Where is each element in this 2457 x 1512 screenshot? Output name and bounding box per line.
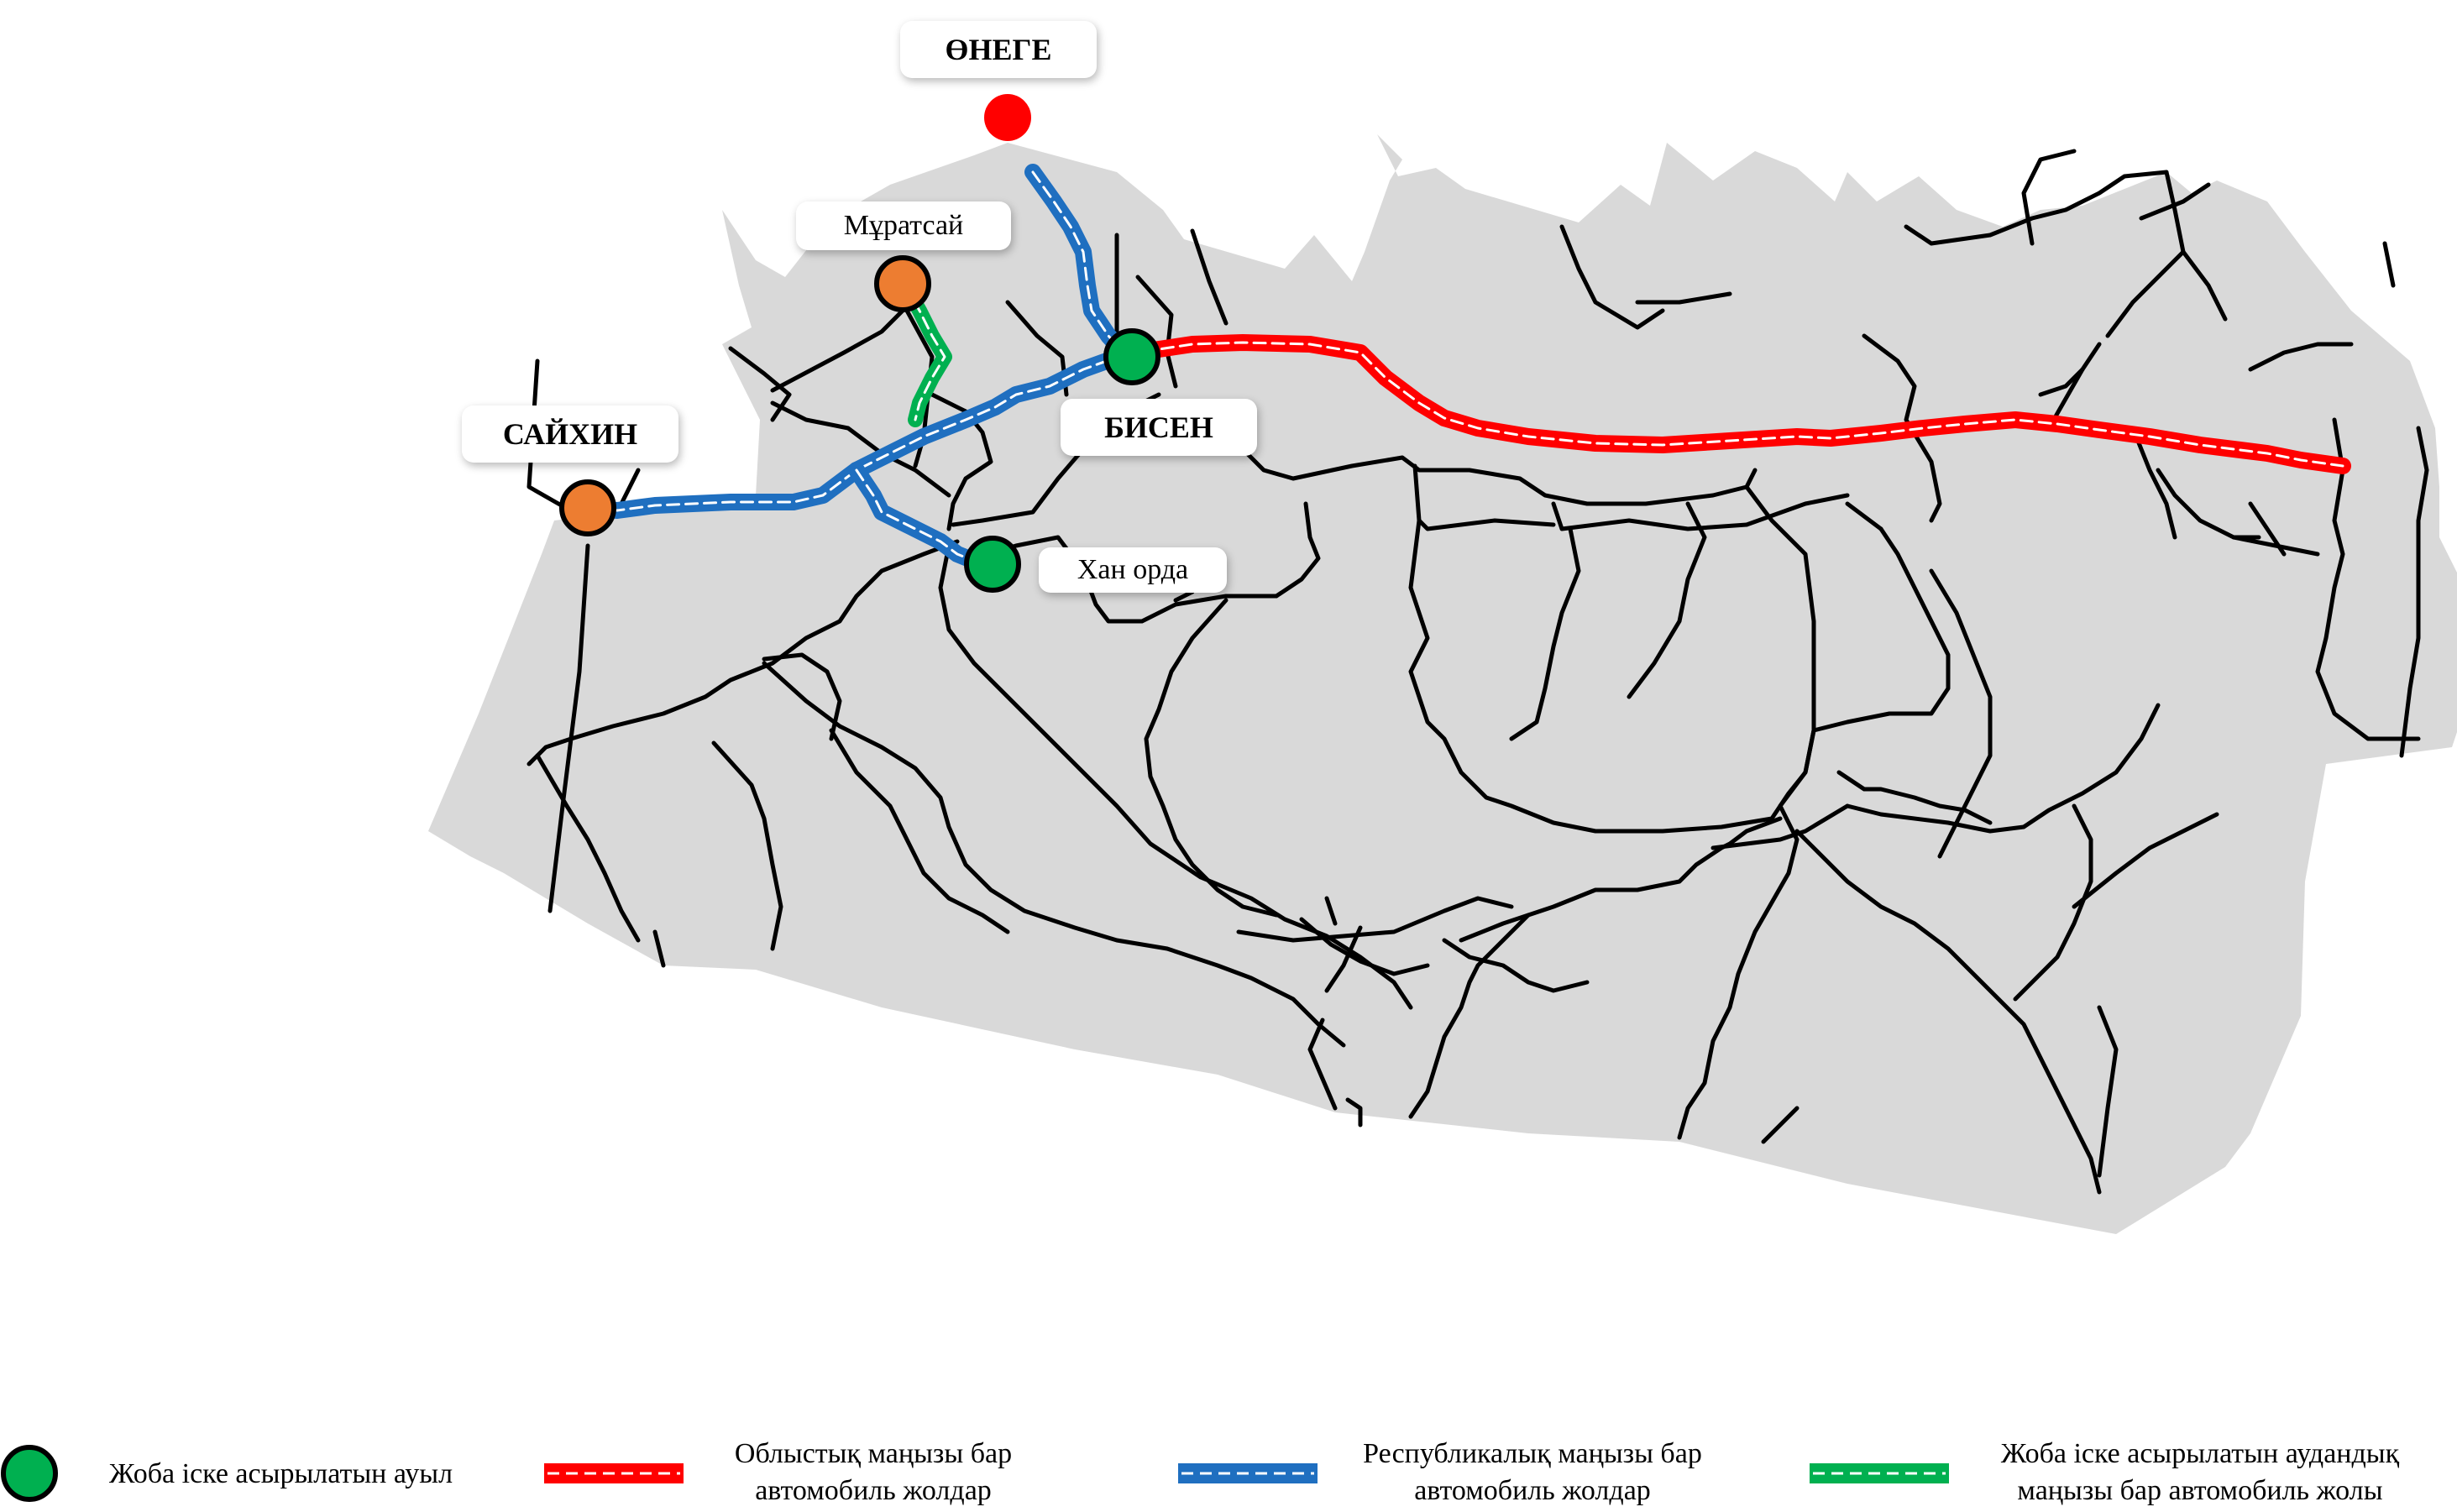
saikhin-label: САЙХИН [462, 405, 678, 463]
local-roads [526, 149, 2429, 1195]
legend-project-village-icon [1, 1445, 58, 1502]
bisen-label: БИСЕН [1061, 399, 1257, 456]
legend-republican-road-swatch [1178, 1463, 1318, 1483]
khan-orda-village-icon [964, 536, 1021, 593]
onege-border-point-icon [984, 94, 1031, 141]
legend-district-text: Жоба іске асырылатын аудандық маңызы бар… [1965, 1436, 2435, 1509]
saikhin-village-icon [559, 479, 616, 536]
legend-regional-road-swatch [544, 1463, 684, 1483]
legend-district-line2: маңызы бар автомобиль жолы [2017, 1475, 2383, 1506]
legend-village-text: Жоба іске асырылатын ауыл [109, 1456, 453, 1493]
territory-shape [428, 134, 2457, 1234]
regional-road [1117, 334, 2351, 474]
legend-regional-text: Облыстық маңызы бар автомобиль жолдар [697, 1436, 1050, 1509]
district-project-road [898, 278, 952, 427]
legend-regional-line1: Облыстық маңызы бар [734, 1438, 1013, 1469]
khan-orda-label: Хан орда [1039, 547, 1227, 593]
legend-republican-text: Республикалық маңызы бар автомобиль жолд… [1335, 1436, 1730, 1509]
legend-republican-line1: Республикалық маңызы бар [1363, 1438, 1702, 1469]
legend-village-label: Жоба іске асырылатын ауыл [109, 1458, 453, 1489]
legend-republican-line2: автомобиль жолдар [1414, 1475, 1651, 1506]
onege-label: ӨНЕГЕ [900, 21, 1097, 78]
bisen-village-icon [1103, 328, 1160, 385]
legend-regional-line2: автомобиль жолдар [755, 1475, 992, 1506]
muratsai-label: Мұратсай [796, 201, 1011, 250]
legend-district-line1: Жоба іске асырылатын аудандық [2000, 1438, 2400, 1469]
republican-roads [579, 164, 1134, 573]
muratsai-village-icon [874, 255, 931, 312]
legend-district-road-swatch [1810, 1463, 1949, 1483]
